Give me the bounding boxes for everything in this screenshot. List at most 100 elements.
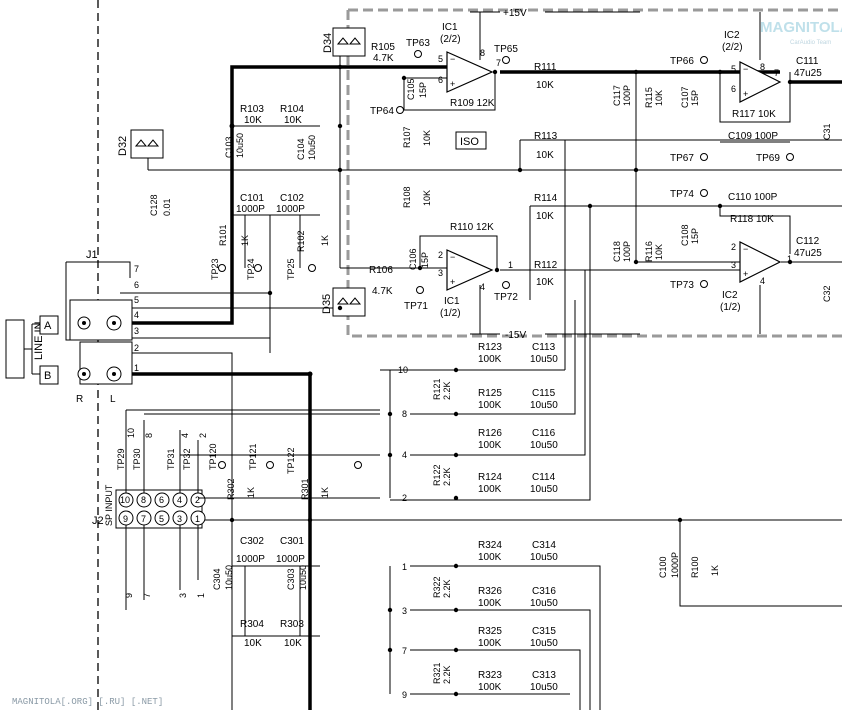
svg-text:R109 12K: R109 12K bbox=[450, 98, 495, 109]
svg-text:8: 8 bbox=[760, 62, 765, 72]
svg-text:C313: C313 bbox=[532, 670, 556, 681]
d35-diode-bridge: D35 bbox=[321, 287, 366, 317]
svg-text:15P: 15P bbox=[418, 82, 428, 98]
svg-text:D35: D35 bbox=[321, 294, 333, 314]
svg-text:100K: 100K bbox=[478, 484, 502, 495]
svg-text:R102: R102 bbox=[296, 230, 306, 252]
svg-text:10u50: 10u50 bbox=[530, 682, 558, 693]
svg-text:TP63: TP63 bbox=[406, 38, 430, 49]
svg-text:9: 9 bbox=[402, 690, 407, 700]
svg-text:C316: C316 bbox=[532, 586, 556, 597]
ic2-bottom-label: IC2 bbox=[722, 290, 738, 301]
svg-text:−: − bbox=[450, 54, 455, 64]
ic1-bottom-label: IC1 bbox=[444, 296, 460, 307]
svg-text:R101: R101 bbox=[218, 224, 228, 246]
svg-text:TP64: TP64 bbox=[370, 106, 394, 117]
svg-text:3: 3 bbox=[178, 593, 188, 598]
svg-text:4: 4 bbox=[177, 495, 182, 505]
svg-text:7: 7 bbox=[142, 593, 152, 598]
svg-text:C32: C32 bbox=[822, 285, 832, 302]
svg-text:0.01: 0.01 bbox=[162, 198, 172, 216]
svg-text:C105: C105 bbox=[406, 78, 416, 100]
svg-text:R106: R106 bbox=[369, 265, 393, 276]
svg-text:C109 100P: C109 100P bbox=[728, 131, 778, 142]
svg-text:6: 6 bbox=[438, 75, 443, 85]
svg-text:9: 9 bbox=[124, 593, 134, 598]
svg-text:2.2K: 2.2K bbox=[442, 381, 452, 400]
svg-text:C31: C31 bbox=[822, 123, 832, 140]
svg-text:1000P: 1000P bbox=[670, 552, 680, 578]
svg-text:47u25: 47u25 bbox=[794, 68, 822, 79]
lower-input-bus: 1 3 7 9 R324 100K C314 10u50 R326 100K C… bbox=[402, 540, 558, 700]
svg-text:3: 3 bbox=[177, 514, 182, 524]
svg-text:8: 8 bbox=[141, 495, 146, 505]
svg-text:2: 2 bbox=[402, 493, 407, 503]
svg-text:5: 5 bbox=[731, 64, 736, 74]
svg-text:3: 3 bbox=[402, 606, 407, 616]
svg-text:10u50: 10u50 bbox=[530, 354, 558, 365]
svg-text:R322: R322 bbox=[432, 576, 442, 598]
svg-text:R107: R107 bbox=[402, 126, 412, 148]
svg-text:2.2K: 2.2K bbox=[442, 665, 452, 684]
svg-text:15P: 15P bbox=[420, 252, 430, 268]
svg-text:1: 1 bbox=[134, 363, 139, 373]
svg-text:1000P: 1000P bbox=[236, 204, 265, 215]
svg-text:10K: 10K bbox=[284, 638, 302, 649]
svg-text:4: 4 bbox=[134, 310, 139, 320]
svg-text:10u50: 10u50 bbox=[530, 638, 558, 649]
svg-text:R110 12K: R110 12K bbox=[450, 222, 494, 233]
svg-text:2: 2 bbox=[438, 250, 443, 260]
svg-text:C101: C101 bbox=[240, 193, 264, 204]
svg-text:10K: 10K bbox=[422, 130, 432, 146]
svg-text:TP24: TP24 bbox=[246, 258, 256, 280]
svg-text:10u50: 10u50 bbox=[298, 565, 308, 590]
svg-text:TP66: TP66 bbox=[670, 56, 694, 67]
signal-path-r-out-top bbox=[500, 70, 842, 84]
svg-text:TP23: TP23 bbox=[210, 258, 220, 280]
j2-connector: J2 SP INPUT 10 8 6 4 2 9 7 5 3 1 10 8 4 … bbox=[92, 409, 380, 610]
svg-text:10u50: 10u50 bbox=[530, 400, 558, 411]
svg-text:R104: R104 bbox=[280, 104, 304, 115]
svg-text:R100: R100 bbox=[690, 556, 700, 578]
svg-text:100P: 100P bbox=[622, 85, 632, 106]
svg-text:C128: C128 bbox=[149, 194, 159, 216]
svg-text:TP71: TP71 bbox=[404, 301, 428, 312]
svg-text:7: 7 bbox=[496, 58, 501, 68]
svg-text:(1/2): (1/2) bbox=[440, 308, 461, 319]
svg-text:SP INPUT: SP INPUT bbox=[104, 484, 114, 526]
svg-text:C315: C315 bbox=[532, 626, 556, 637]
svg-text:7: 7 bbox=[774, 68, 779, 78]
svg-text:10u50: 10u50 bbox=[530, 598, 558, 609]
svg-text:R124: R124 bbox=[478, 472, 502, 483]
svg-text:TP121: TP121 bbox=[248, 443, 258, 470]
svg-text:C118: C118 bbox=[612, 241, 622, 262]
svg-text:2: 2 bbox=[731, 242, 736, 252]
junction-dots bbox=[229, 64, 793, 697]
test-points: TP63 TP64 TP65 TP66 TP67 TP69 TP71 TP72 … bbox=[116, 38, 794, 474]
svg-text:10u50: 10u50 bbox=[530, 440, 558, 451]
svg-text:10u50: 10u50 bbox=[530, 552, 558, 563]
svg-text:R121: R121 bbox=[432, 378, 442, 400]
svg-text:C114: C114 bbox=[532, 472, 556, 483]
svg-text:C117: C117 bbox=[612, 85, 622, 106]
svg-text:10: 10 bbox=[126, 428, 136, 438]
svg-text:TP32: TP32 bbox=[182, 448, 192, 470]
svg-text:J2: J2 bbox=[92, 515, 104, 527]
svg-text:10K: 10K bbox=[536, 150, 554, 161]
j1-connector: J1 7 6 5 4 3 2 1 R L bbox=[65, 249, 139, 405]
svg-text:R125: R125 bbox=[478, 388, 502, 399]
svg-text:10K: 10K bbox=[244, 115, 262, 126]
svg-text:10K: 10K bbox=[422, 190, 432, 206]
svg-text:5: 5 bbox=[159, 514, 164, 524]
svg-text:TP29: TP29 bbox=[116, 448, 126, 470]
svg-text:6: 6 bbox=[731, 84, 736, 94]
svg-text:4: 4 bbox=[760, 276, 765, 286]
svg-text:1K: 1K bbox=[246, 487, 256, 498]
svg-text:C304: C304 bbox=[212, 568, 222, 590]
svg-text:TP72: TP72 bbox=[494, 292, 518, 303]
svg-text:2: 2 bbox=[134, 343, 139, 353]
svg-text:TP74: TP74 bbox=[670, 189, 694, 200]
svg-text:4.7K: 4.7K bbox=[373, 53, 394, 64]
svg-text:R302: R302 bbox=[226, 478, 236, 500]
svg-text:10u50: 10u50 bbox=[235, 133, 245, 158]
